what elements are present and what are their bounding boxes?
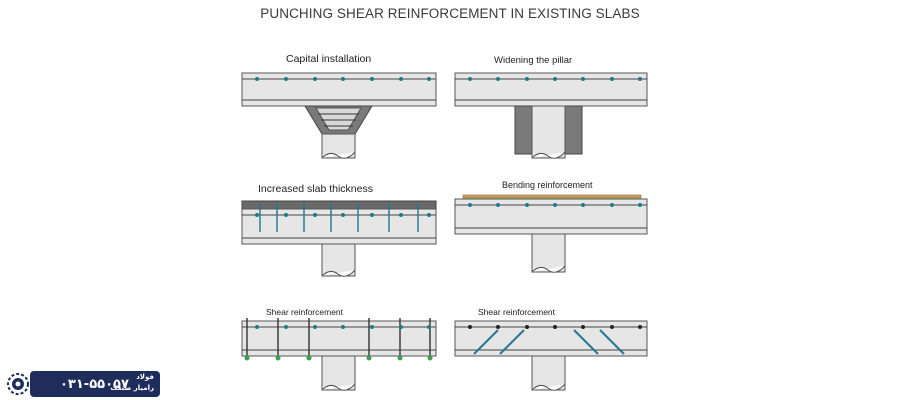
bonded-plate xyxy=(462,194,642,199)
shear-bolts xyxy=(246,318,431,358)
column xyxy=(531,355,566,391)
column xyxy=(531,233,566,273)
panel-caption: Bending reinforcement xyxy=(502,180,593,190)
company-name-line1: فولاد xyxy=(136,373,154,381)
rebar-dots xyxy=(255,77,431,81)
company-badge: ۰۳۱-۵۵۰۵۷ فولاد رامیار صنعت xyxy=(6,371,160,397)
company-name-line2: رامیار صنعت xyxy=(110,384,154,392)
panel-caption: Shear reinforcement xyxy=(266,307,344,317)
bolt-anchors xyxy=(244,355,433,361)
phone-number: ۰۳۱-۵۵۰۵۷ xyxy=(60,377,129,392)
badge-box: ۰۳۱-۵۵۰۵۷ فولاد رامیار صنعت xyxy=(30,371,160,397)
slab xyxy=(454,320,648,357)
column xyxy=(531,105,566,159)
panel-caption: Widening the pillar xyxy=(494,55,573,66)
gear-logo-icon xyxy=(6,372,30,396)
dowels xyxy=(259,203,419,232)
panel-caption: Shear reinforcement xyxy=(478,307,556,317)
inclined-bars xyxy=(473,329,625,355)
panel-caption: Capital installation xyxy=(286,53,372,65)
column xyxy=(321,355,356,391)
diagram-title: PUNCHING SHEAR REINFORCEMENT IN EXISTING… xyxy=(260,6,640,21)
column xyxy=(321,243,356,277)
panel-caption: Increased slab thickness xyxy=(258,183,373,195)
